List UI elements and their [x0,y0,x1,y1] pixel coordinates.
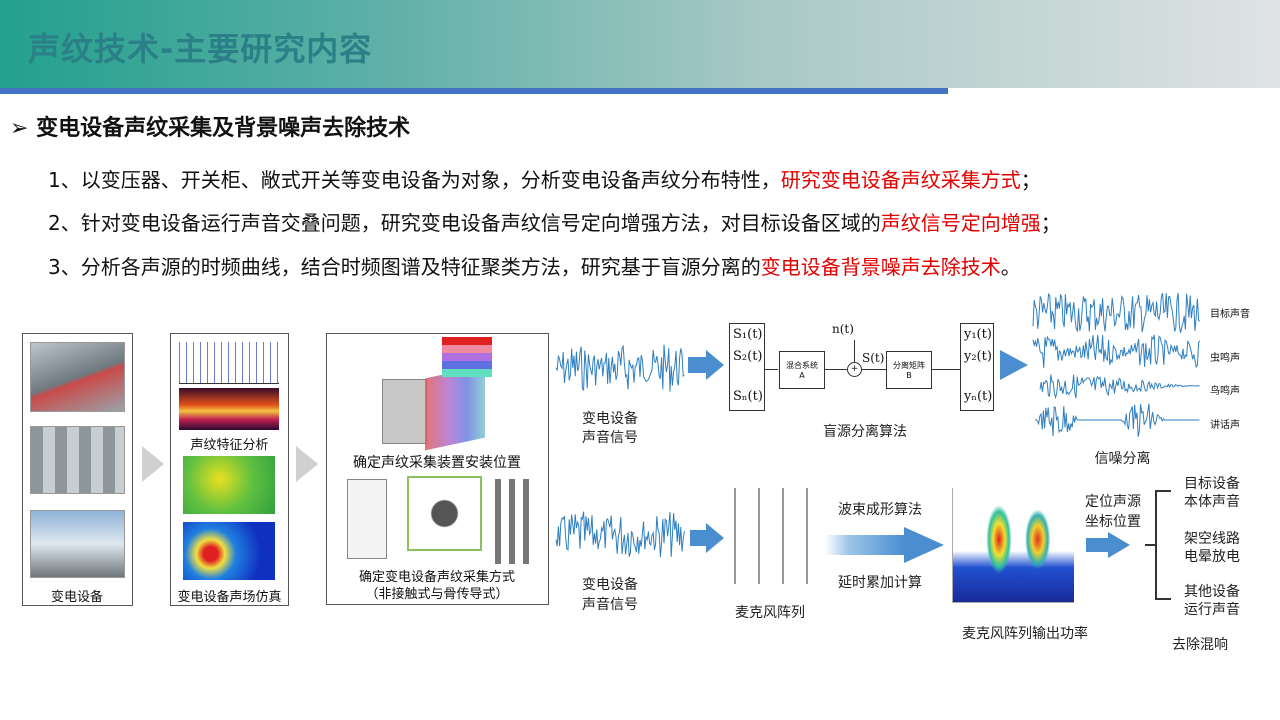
box3-caption-top: 确定声纹采集装置安装位置 [353,455,521,471]
header-band [0,0,1280,88]
breaker-drawing [495,479,531,564]
dereverb-caption: 去除混响 [1172,637,1228,653]
research-item-3: 3、分析各声源的时频曲线，结合时频图谱及特征聚类方法，研究基于盲源分离的变电设备… [48,255,1021,279]
source-label: 目标设备 [1184,476,1240,492]
box2-caption: 变电设备声场仿真 [177,590,282,605]
mic-array-caption: 麦克风阵列 [735,605,805,621]
bss-caption: 盲源分离算法 [823,424,907,440]
arrow-icon [296,446,318,482]
connector [765,369,778,370]
arrow-icon [142,446,164,482]
target-sound-waveform [1032,292,1201,333]
switchgear-drawing [347,479,387,559]
research-item-1: 1、以变压器、开关柜、敞式开关等变电设备为对象，分析变电设备声纹分布特性，研究变… [48,168,1041,192]
substation-photo [30,510,125,578]
arrow-head [706,350,724,380]
arrow-head [706,523,724,553]
input-waveform-2 [555,511,685,558]
output-power-3d-plot [952,488,1074,603]
mixed-signal-label: S(t) [862,351,885,365]
separation-caption: 信噪分离 [1094,451,1151,467]
switchgear-photo [30,426,125,494]
source-label: 本体声音 [1184,494,1240,510]
separated-label: 讲话声 [1210,420,1240,431]
plane-legend [442,337,492,377]
source-label: 架空线路 [1184,531,1240,547]
source-bracket [1155,490,1171,600]
source-vector: S₁(t)S₂(t)Sₙ(t) [729,323,765,411]
speech-waveform [1034,403,1200,437]
section-title: ➢ 变电设备声纹采集及背景噪声去除技术 [10,110,410,142]
simulation-panel: 声纹特征分析 变电设备声场仿真 [170,333,289,606]
sum-node: + [847,362,862,377]
installation-panel: 确定声纹采集装置安装位置 确定变电设备声纹采集方式 （非接触式与骨传导式） [326,333,549,605]
power-caption: 麦克风阵列输出功率 [962,626,1088,642]
locate-label: 坐标位置 [1085,514,1141,530]
connector [854,340,855,362]
beamforming-arrow [825,535,905,555]
source-label: 运行声音 [1184,602,1240,618]
box3-caption-1: 确定变电设备声纹采集方式 [358,570,515,585]
section-title-text: 变电设备声纹采集及背景噪声去除技术 [36,116,411,141]
microphone-array [728,484,818,589]
arrow-icon [1086,538,1108,552]
connector [825,369,847,370]
title-underline [0,88,948,94]
beamforming-label: 波束成形算法 [838,502,922,518]
field-sim-blue [183,522,275,580]
feature-analysis-caption: 声纹特征分析 [190,438,269,453]
signal-label: 声音信号 [582,430,638,446]
arrow-icon [690,530,706,546]
spectrogram [179,388,279,430]
signal-label: 声音信号 [582,597,638,613]
input-waveform-1 [555,344,685,392]
bird-waveform [1039,374,1200,400]
bracket-tip [1145,544,1155,546]
output-vector: y₁(t)y₂(t)yₙ(t) [960,323,994,411]
signal-label: 变电设备 [582,411,638,427]
separated-label: 虫鸣声 [1210,353,1240,364]
bullet-arrow-icon: ➢ [10,116,29,141]
field-sim-green [183,456,275,514]
signal-label: 变电设备 [582,577,638,593]
source-label: 电晕放电 [1184,549,1240,565]
contact-sensor-drawing [407,476,482,551]
equipment-photo-panel: 变电设备 [22,333,133,606]
arrow-icon [1000,350,1028,380]
arrow-head [904,527,944,563]
research-item-2: 2、针对变电设备运行声音交叠问题，研究变电设备声纹信号定向增强方法，对目标设备区… [48,211,1061,235]
separated-label: 鸟鸣声 [1210,386,1240,397]
box1-caption: 变电设备 [50,590,103,605]
insect-waveform [1032,334,1201,369]
arrow-icon [688,357,706,373]
page-title: 声纹技术-主要研究内容 [28,30,373,68]
locate-label: 定位声源 [1085,494,1141,510]
box3-caption-2: （非接触式与骨传导式） [365,587,509,602]
transformer-photo [30,342,125,412]
separated-label: 目标声音 [1210,309,1250,320]
spectrum-chart [179,342,279,384]
delay-sum-label: 延时累加计算 [838,575,922,591]
arrow-head [1108,532,1130,558]
noise-label: n(t) [832,322,854,336]
connector [862,369,886,370]
source-label: 其他设备 [1184,584,1240,600]
connector [932,369,960,370]
